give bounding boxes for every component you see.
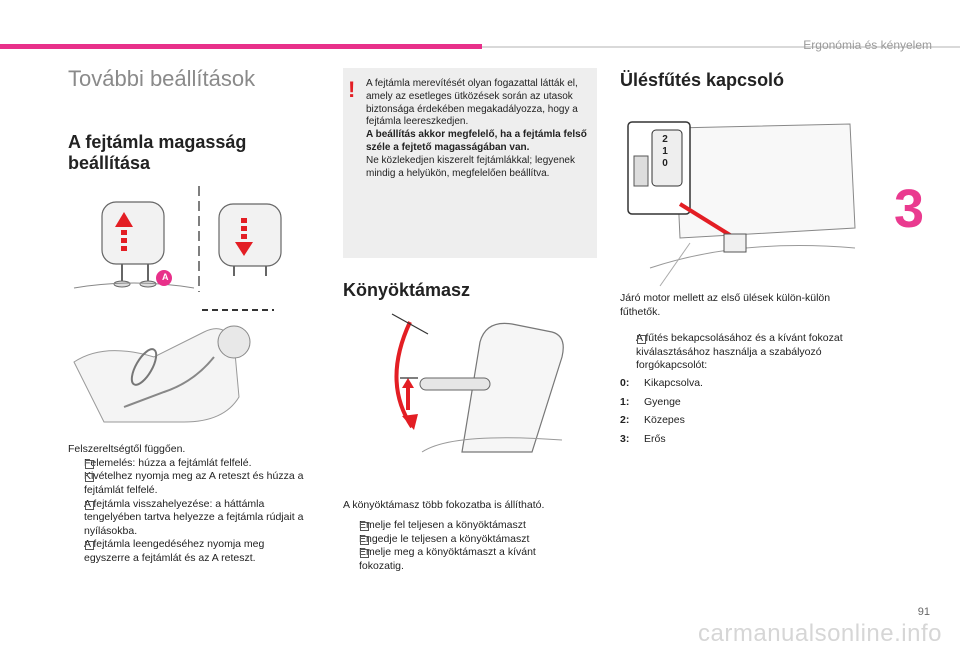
warning-icon: ! — [348, 77, 356, 102]
checkbox-icon — [85, 459, 94, 469]
seat-heating-bullet: A fűtés bekapcsolásához és a kívánt foko… — [636, 332, 843, 372]
latch-label-a: A — [162, 272, 169, 282]
armrest-list: Emelje fel teljesen a könyöktámaszt Enge… — [343, 519, 583, 574]
chapter-number: 3 — [893, 179, 924, 239]
knob-label-1: 1 — [662, 146, 668, 157]
heating-knob[interactable]: 2 1 0 — [655, 134, 675, 170]
header-rule — [482, 46, 960, 48]
checkbox-icon — [360, 535, 369, 545]
headrest-bullet-2: Kivételhez nyomja meg az A reteszt és hú… — [84, 470, 304, 496]
knob-label-0: 0 — [662, 158, 668, 169]
armrest-bullet-2: Engedje le teljesen a könyöktámaszt — [359, 532, 530, 545]
level-2: 2:Közepes — [620, 414, 685, 427]
level-0: 0:Kikapcsolva. — [620, 377, 703, 389]
heating-levels: 0:Kikapcsolva. 1:Gyenge 2:Közepes 3:Erős — [620, 377, 820, 447]
level-1: 1:Gyenge — [620, 395, 681, 408]
watermark: carmanualsonline.info — [698, 620, 942, 647]
headrest-intro: Felszereltségtől függően. — [68, 443, 186, 455]
seat-heating-intro: Járó motor mellett az első ülések külön-… — [620, 292, 831, 318]
header-accent-bar — [0, 44, 482, 49]
chapter-title: Ergonómia és kényelem — [803, 38, 932, 52]
knob-label-2: 2 — [662, 134, 668, 145]
headrest-illustration — [73, 186, 282, 423]
checkbox-icon — [360, 549, 369, 559]
checkbox-icon — [85, 541, 94, 551]
page-number: 91 — [917, 606, 930, 618]
headrest-bullet-3: A fejtámla visszahelyezése: a háttámla t… — [84, 497, 304, 537]
armrest-heading: Könyöktámasz — [343, 280, 471, 300]
headrest-bullet-1: Felemelés: húzza a fejtámlát felfelé. — [84, 456, 252, 469]
headrest-heading: A fejtámla magasság beállítása — [68, 132, 247, 173]
armrest-intro: A könyöktámasz több fokozatba is állítha… — [343, 499, 545, 511]
armrest-bullet-3: Emelje meg a könyöktámaszt a kívánt foko… — [359, 546, 536, 572]
armrest-bullet-1: Emelje fel teljesen a könyöktámaszt — [359, 519, 526, 531]
section-title: További beállítások — [68, 66, 256, 91]
checkbox-icon — [360, 522, 369, 531]
warning-box — [343, 68, 597, 258]
checkbox-icon — [85, 473, 94, 483]
seat-heating-instruction: A fűtés bekapcsolásához és a kívánt foko… — [620, 332, 860, 373]
checkbox-icon — [637, 335, 646, 344]
armrest-illustration — [391, 313, 564, 453]
headrest-bullet-4: A fejtámla leengedéséhez nyomja meg egys… — [84, 538, 265, 565]
warning-text: A fejtámla merevítését olyan fogazattal … — [366, 78, 587, 179]
level-3: 3:Erős — [620, 432, 666, 445]
seat-heating-heading: Ülésfűtés kapcsoló — [620, 70, 785, 90]
seat-heating-illustration — [627, 121, 856, 287]
headrest-text: Felszereltségtől függően. Felemelés: húz… — [68, 443, 313, 566]
checkbox-icon — [85, 500, 94, 510]
warning-bold: A beállítás akkor megfelelő, ha a fejtám… — [366, 129, 587, 153]
